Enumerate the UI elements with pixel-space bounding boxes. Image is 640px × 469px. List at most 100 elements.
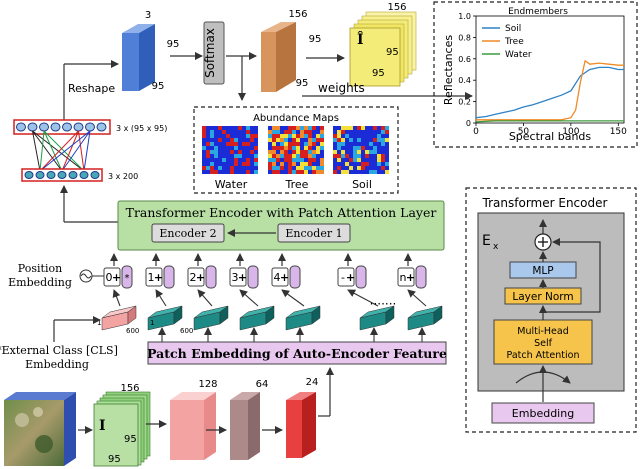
abundance-pixel xyxy=(341,162,345,166)
abundance-pixel xyxy=(373,166,377,170)
abundance-pixel xyxy=(230,126,234,130)
red-cube xyxy=(286,392,316,458)
abundance-pixel xyxy=(296,170,300,174)
abundance-pixel xyxy=(250,154,254,158)
position-embedding-pill xyxy=(121,265,133,289)
abundance-pixel xyxy=(365,126,369,130)
patch-to-token-arrow xyxy=(155,289,167,307)
abundance-pixel xyxy=(312,126,316,130)
abundance-pixel xyxy=(214,154,218,158)
abundance-pixel xyxy=(226,166,230,170)
abundance-pixel xyxy=(210,146,214,150)
abundance-pixel xyxy=(385,154,389,158)
green-cube-depth-dim: 95 xyxy=(108,454,121,465)
abundance-pixel xyxy=(292,126,296,130)
abundance-pixel xyxy=(312,170,316,174)
abundance-pixel xyxy=(341,142,345,146)
abundance-pixel xyxy=(226,138,230,142)
abundance-pixel xyxy=(300,126,304,130)
abundance-pixel xyxy=(316,138,320,142)
mlp-label: MLP xyxy=(532,265,553,277)
mlp-bottom-node xyxy=(68,171,78,179)
abundance-pixel xyxy=(385,170,389,174)
transformer-title: Transformer Encoder with Patch Attention… xyxy=(126,205,437,220)
abundance-pixel xyxy=(381,166,385,170)
abundance-pixel xyxy=(214,134,218,138)
mlp-link xyxy=(32,130,63,172)
abundance-pixel xyxy=(242,154,246,158)
abundance-pixel xyxy=(272,146,276,150)
abundance-pixel xyxy=(288,166,292,170)
patch-to-token-arrow xyxy=(197,289,213,307)
abundance-pixel xyxy=(385,158,389,162)
abundance-pixel xyxy=(349,170,353,174)
abundance-pixel xyxy=(292,150,296,154)
abundance-pixel xyxy=(234,166,238,170)
abundance-pixel xyxy=(284,134,288,138)
abundance-pixel xyxy=(246,166,250,170)
abundance-pixel xyxy=(242,170,246,174)
reshape-label: Reshape xyxy=(68,82,115,95)
abundance-pixel xyxy=(304,138,308,142)
abundance-pixel xyxy=(214,126,218,130)
mlp-link xyxy=(39,130,79,172)
abundance-pixel xyxy=(353,166,357,170)
abundance-pixel xyxy=(353,150,357,154)
abundance-pixel xyxy=(369,142,373,146)
abundance-pixel xyxy=(369,166,373,170)
abundance-pixel xyxy=(333,150,337,154)
abundance-pixel xyxy=(369,126,373,130)
abundance-pixel xyxy=(381,154,385,158)
abundance-pixel xyxy=(210,162,214,166)
abundance-pixel xyxy=(234,158,238,162)
abundance-pixel xyxy=(202,126,206,130)
abundance-pixel xyxy=(361,142,365,146)
abundance-pixel xyxy=(345,126,349,130)
abundance-pixel xyxy=(218,130,222,134)
abundance-pixel xyxy=(353,162,357,166)
abundance-pixel xyxy=(280,130,284,134)
abundance-pixel xyxy=(320,138,324,142)
transformer-encoder-block: Transformer Encoder with Patch Attention… xyxy=(117,200,445,251)
abundance-pixel xyxy=(353,158,357,162)
abundance-pixel xyxy=(361,166,365,170)
cls-token-dim-600: 600 xyxy=(126,327,139,335)
blue-cube xyxy=(122,24,155,91)
abundance-pixel xyxy=(349,146,353,150)
abundance-pixel xyxy=(202,146,206,150)
abundance-pixel xyxy=(246,134,250,138)
abundance-pixel xyxy=(365,154,369,158)
position-embedding-label-1: Position xyxy=(18,262,62,275)
mlp-top-node xyxy=(39,122,49,132)
abundance-pixel xyxy=(320,150,324,154)
patch-token-side xyxy=(219,305,229,325)
abundance-pixel xyxy=(218,162,222,166)
token-index-0: 0 xyxy=(106,271,113,284)
abundance-pixel xyxy=(234,134,238,138)
abundance-pixel xyxy=(381,146,385,150)
abundance-pixel xyxy=(308,150,312,154)
abundance-pixel xyxy=(345,162,349,166)
abundance-pixel xyxy=(357,162,361,166)
abundance-pixel xyxy=(369,162,373,166)
abundance-pixel xyxy=(304,146,308,150)
abundance-pixel xyxy=(308,158,312,162)
abundance-pixel xyxy=(234,142,238,146)
abundance-pixel xyxy=(381,142,385,146)
abundance-pixel xyxy=(341,130,345,134)
abundance-pixel xyxy=(272,166,276,170)
abundance-pixel xyxy=(349,154,353,158)
abundance-pixel xyxy=(353,170,357,174)
abundance-pixel xyxy=(276,130,280,134)
abundance-pixel xyxy=(238,150,242,154)
chart-y-tick-label: 1.0 xyxy=(458,12,471,21)
abundance-pixel xyxy=(280,134,284,138)
abundance-pixel xyxy=(272,134,276,138)
embedding-label: Embedding xyxy=(512,407,574,420)
cls-label-1: *External Class [CLS] xyxy=(0,344,118,357)
abundance-pixel xyxy=(280,162,284,166)
abundance-pixel xyxy=(365,170,369,174)
abundance-pixel xyxy=(276,146,280,150)
abundance-pixel xyxy=(292,154,296,158)
